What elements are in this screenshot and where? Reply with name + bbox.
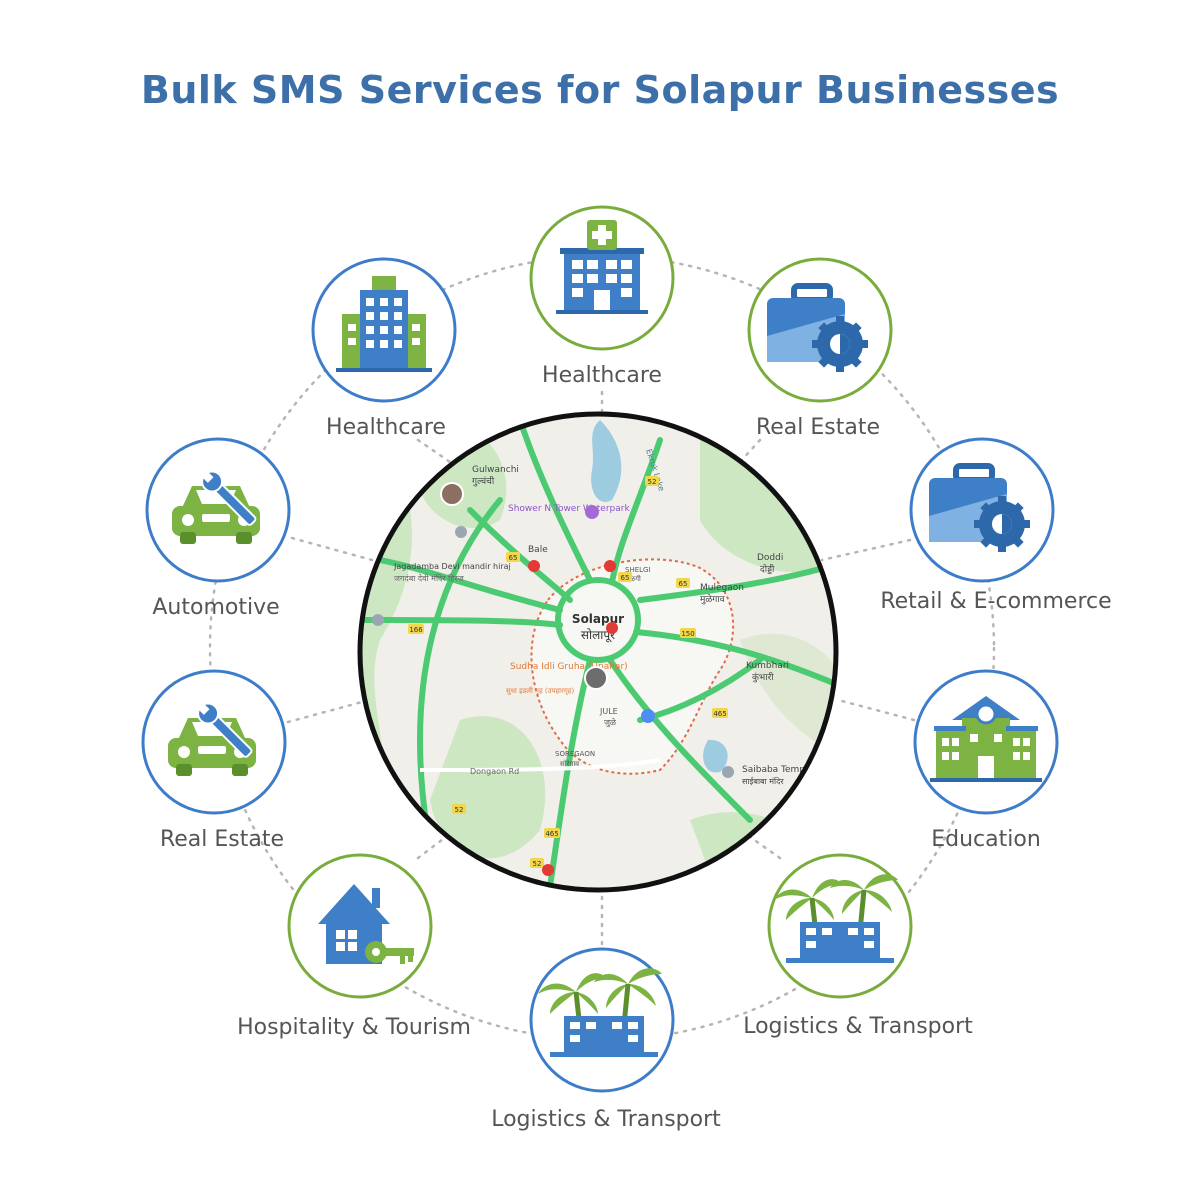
- map-place-label: Mulegaon: [700, 583, 744, 593]
- map-place-label: Shower N Tower Waterpark: [508, 504, 630, 514]
- svg-text:65: 65: [679, 580, 688, 588]
- map-place-label: Sudha Idli Gruha (Upahar): [510, 662, 628, 672]
- map-place-local-label: जुळे: [604, 717, 617, 728]
- svg-text:166: 166: [409, 626, 423, 634]
- map-place-local-label: कुंभारी: [752, 671, 774, 683]
- map-place-label: Bale: [528, 545, 548, 555]
- map-place-local-label: जगदंबा देवी मंदिर हिरज: [394, 573, 465, 583]
- waterpark-pin-icon: [585, 505, 599, 519]
- node-label: Real Estate: [756, 415, 880, 440]
- svg-text:52: 52: [648, 478, 657, 486]
- road-shield: 166: [408, 624, 424, 634]
- map-place-local-label: दोड्डी: [760, 563, 775, 575]
- map-place-label: Jagadamba Devi mandir hiraj: [393, 562, 511, 571]
- map-place-label: SHELGI: [625, 566, 651, 574]
- road-shield: 465: [712, 708, 728, 718]
- industry-node-hospitality-tourism: Hospitality & Tourism: [237, 853, 471, 1040]
- solapur-map: Solapur सोलापूर Gulwanchi गुल्वंची Showe…: [357, 411, 839, 893]
- node-label: Real Estate: [160, 827, 284, 852]
- page-title: Bulk SMS Services for Solapur Businesses: [140, 68, 1060, 112]
- temple-pin-icon: [722, 766, 734, 778]
- map-place-local-label: सुधा इडली गृह (उपहारगृह): [506, 686, 575, 695]
- industry-node-healthcare-top-left: Healthcare: [311, 257, 457, 440]
- road-shield: 150: [680, 628, 696, 638]
- industry-node-real-estate-top-right: Real Estate: [747, 257, 893, 440]
- no-entry-icon: [606, 622, 618, 634]
- road-shield: 52: [530, 858, 544, 868]
- road-shield: 65: [618, 572, 632, 582]
- node-label: Education: [931, 827, 1041, 852]
- no-entry-icon: [604, 560, 616, 572]
- map-markers: [372, 482, 734, 876]
- photo-pin-icon: [584, 666, 608, 690]
- road-shield: 52: [452, 804, 466, 814]
- svg-text:150: 150: [681, 630, 694, 638]
- no-entry-icon: [528, 560, 540, 572]
- road-shield: 465: [544, 828, 560, 838]
- svg-text:65: 65: [621, 574, 630, 582]
- node-label: Retail & E-commerce: [880, 589, 1111, 614]
- svg-text:465: 465: [713, 710, 726, 718]
- svg-text:65: 65: [509, 554, 518, 562]
- no-entry-icon: [542, 864, 554, 876]
- map-frame: [357, 411, 839, 893]
- node-label: Healthcare: [542, 363, 662, 388]
- industry-node-education: Education: [913, 669, 1059, 852]
- map-place-local-label: साईबाबा मंदिर: [742, 776, 784, 786]
- map-place-label: Dongaon Rd: [470, 767, 519, 776]
- map-place-local-label: गुल्वंची: [472, 475, 495, 487]
- road-shield: 52: [645, 476, 659, 486]
- svg-text:52: 52: [533, 860, 542, 868]
- map-place-local-label: सोरेगाव: [560, 759, 579, 768]
- industry-node-real-estate-left: Real Estate: [141, 669, 287, 852]
- industry-node-automotive: Automotive: [145, 437, 291, 620]
- place-pin-icon: [372, 614, 384, 626]
- node-label: Hospitality & Tourism: [237, 1015, 471, 1040]
- node-label: Logistics & Transport: [491, 1107, 721, 1132]
- industry-node-logistics-bottom-right: Logistics & Transport: [743, 853, 973, 1039]
- map-place-label: Kumbhari: [746, 661, 789, 671]
- map-place-local-label: मुळेगाव: [700, 593, 726, 605]
- svg-text:465: 465: [545, 830, 558, 838]
- map-place-label: Gulwanchi: [472, 465, 519, 475]
- node-label: Automotive: [152, 595, 279, 620]
- industry-node-healthcare-top: Healthcare: [529, 205, 675, 388]
- map-place-local-label: शेळगी: [625, 574, 641, 583]
- airport-icon: [641, 709, 655, 723]
- map-place-label: SOREGAON: [555, 750, 595, 758]
- node-label: Logistics & Transport: [743, 1014, 973, 1039]
- industry-node-logistics-bottom: Logistics & Transport: [491, 947, 721, 1132]
- map-place-label: Saibaba Temp: [742, 765, 805, 775]
- map-place-label: JULE: [599, 707, 618, 716]
- industry-node-retail-ecommerce: Retail & E-commerce: [880, 437, 1112, 614]
- road-shield: 65: [676, 578, 690, 588]
- svg-text:52: 52: [455, 806, 464, 814]
- road-shield: 65: [506, 552, 520, 562]
- photo-pin-icon: [440, 482, 464, 506]
- place-pin-icon: [455, 526, 467, 538]
- map-place-label: Doddi: [757, 553, 783, 563]
- node-label: Healthcare: [326, 415, 446, 440]
